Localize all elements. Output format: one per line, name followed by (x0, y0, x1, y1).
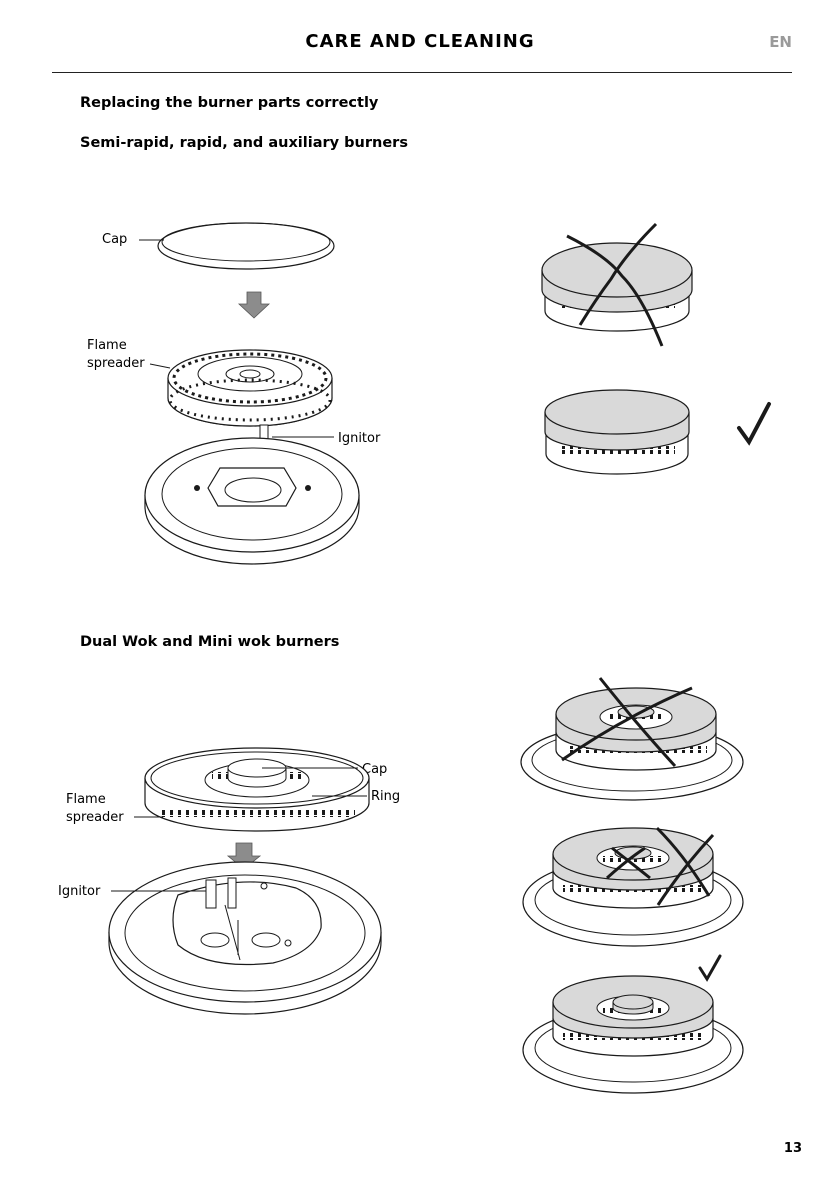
s1-flame-spreader-drawing (168, 350, 332, 426)
s1-incorrect-example (542, 243, 692, 331)
s2-correct-example (523, 976, 743, 1093)
s2-wok-base-drawing (109, 862, 381, 1014)
s1-burner-base-drawing (145, 438, 359, 564)
s1-correct-example (545, 390, 689, 474)
s2-wok-top-drawing (145, 748, 369, 831)
s1-flame-leader (150, 364, 170, 368)
s2-check-icon (700, 956, 720, 979)
s1-arrow-down-icon (239, 292, 269, 318)
s2-incorrect-example-2 (523, 828, 743, 946)
s1-cap-drawing (158, 223, 334, 269)
s1-check-icon (739, 404, 769, 442)
s2-incorrect-example-1 (521, 688, 743, 800)
